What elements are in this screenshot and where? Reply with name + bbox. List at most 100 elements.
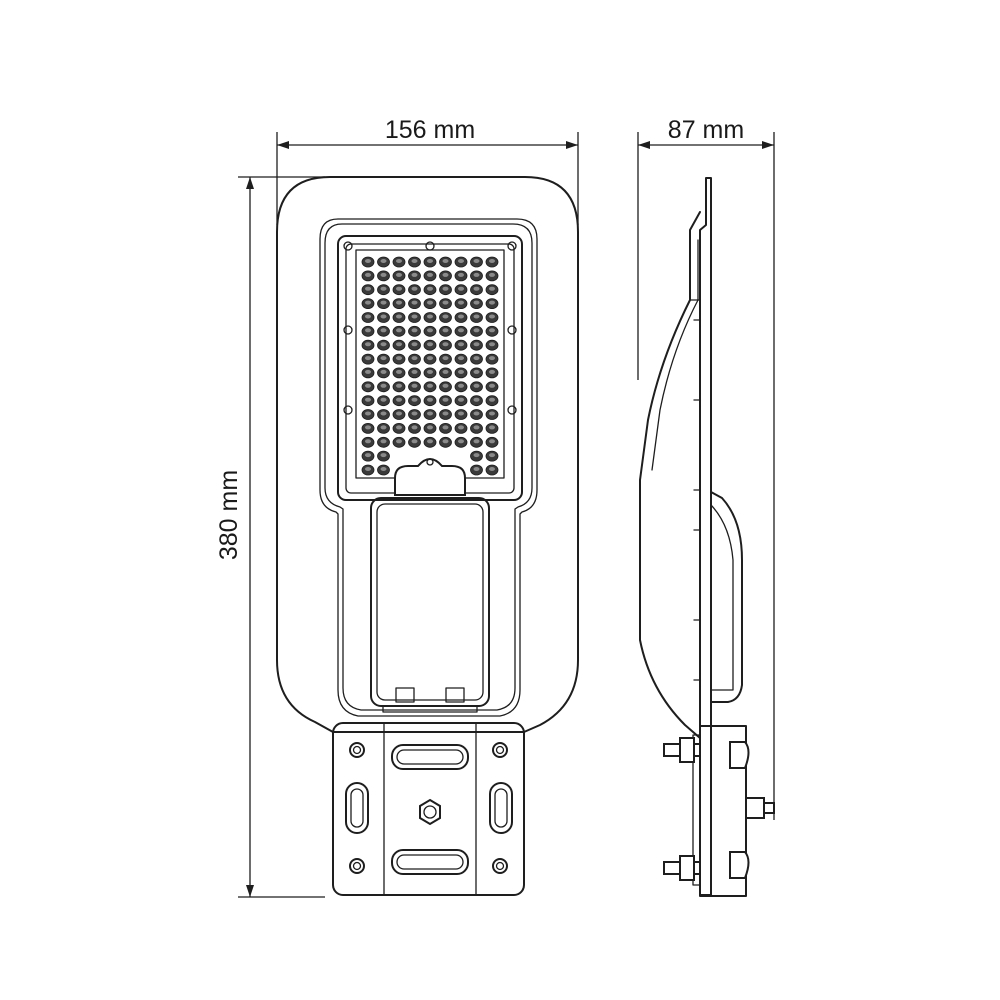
led-chip-highlight: [442, 411, 449, 416]
led-chip-highlight: [458, 286, 464, 291]
led-chip-highlight: [442, 286, 449, 291]
led-chip-highlight: [380, 397, 387, 402]
led-chip-highlight: [396, 314, 402, 319]
led-chip-highlight: [489, 397, 495, 402]
led-chip-highlight: [489, 314, 495, 319]
led-chip-highlight: [458, 439, 464, 444]
led-chip-highlight: [458, 411, 464, 416]
led-chip-highlight: [427, 272, 433, 277]
inner-recess: [319, 218, 538, 717]
led-chip-highlight: [442, 369, 449, 374]
led-chip-highlight: [427, 425, 433, 430]
led-chip-highlight: [473, 314, 480, 319]
led-chip-highlight: [473, 300, 480, 305]
led-module: [337, 235, 523, 501]
led-chip-highlight: [411, 259, 418, 263]
led-chip-highlight: [380, 411, 387, 416]
led-chip-highlight: [427, 342, 433, 347]
led-chip-highlight: [489, 369, 495, 374]
led-chip-highlight: [380, 314, 387, 319]
side-view: [639, 177, 775, 897]
led-grid: [361, 256, 499, 476]
led-chip-highlight: [365, 286, 371, 291]
led-chip-highlight: [458, 356, 464, 361]
led-chip-highlight: [411, 272, 418, 277]
led-chip-highlight: [365, 356, 371, 361]
led-chip-highlight: [473, 467, 480, 471]
led-chip-highlight: [489, 453, 495, 458]
led-chip-highlight: [380, 259, 387, 263]
led-chip-highlight: [411, 328, 418, 333]
led-chip-highlight: [365, 453, 371, 458]
led-chip-highlight: [489, 425, 495, 430]
led-chip-highlight: [442, 356, 449, 361]
led-chip-highlight: [396, 356, 402, 361]
width-dimension: 156 mm: [276, 116, 579, 225]
led-chip-highlight: [411, 356, 418, 361]
led-chip-highlight: [473, 342, 480, 347]
led-chip-highlight: [442, 259, 449, 263]
led-chip-highlight: [365, 397, 371, 402]
led-chip-highlight: [473, 272, 480, 277]
side-driver-box: [710, 491, 743, 703]
led-chip-highlight: [473, 383, 480, 388]
led-chip-highlight: [411, 411, 418, 416]
side-body-profile: [639, 211, 701, 739]
led-chip-highlight: [365, 411, 371, 416]
side-bolt-top: [663, 737, 750, 769]
led-chip-highlight: [411, 425, 418, 430]
led-chip-highlight: [442, 342, 449, 347]
led-chip-highlight: [411, 342, 418, 347]
led-chip-highlight: [489, 328, 495, 333]
led-chip-highlight: [380, 383, 387, 388]
led-chip-highlight: [458, 328, 464, 333]
led-chip-highlight: [473, 453, 480, 458]
led-chip-highlight: [442, 397, 449, 402]
led-chip-highlight: [396, 383, 402, 388]
led-chip-highlight: [427, 383, 433, 388]
led-chip-highlight: [396, 397, 402, 402]
led-chip-highlight: [380, 272, 387, 277]
led-chip-highlight: [489, 342, 495, 347]
led-chip-highlight: [427, 439, 433, 444]
led-chip-highlight: [411, 300, 418, 305]
led-chip-highlight: [442, 383, 449, 388]
led-chip-highlight: [380, 467, 387, 471]
led-chip-highlight: [396, 342, 402, 347]
led-chip-highlight: [427, 259, 433, 263]
led-chip-highlight: [380, 425, 387, 430]
led-chip-highlight: [427, 314, 433, 319]
side-bolt-middle: [745, 797, 775, 819]
led-chip-highlight: [411, 383, 418, 388]
led-chip-highlight: [473, 356, 480, 361]
led-chip-highlight: [458, 272, 464, 277]
front-view: [276, 176, 579, 896]
led-chip-highlight: [489, 300, 495, 305]
led-chip-highlight: [365, 314, 371, 319]
led-chip-highlight: [427, 356, 433, 361]
led-chip-highlight: [365, 467, 371, 471]
led-chip-highlight: [473, 259, 480, 263]
led-chip-highlight: [411, 397, 418, 402]
led-chip-highlight: [473, 425, 480, 430]
led-chip-highlight: [365, 439, 371, 444]
led-chip-highlight: [473, 439, 480, 444]
led-chip-highlight: [365, 328, 371, 333]
led-chip-highlight: [396, 411, 402, 416]
led-chip-highlight: [489, 467, 495, 471]
led-chip-highlight: [427, 286, 433, 291]
led-chip-highlight: [489, 272, 495, 277]
led-chip-highlight: [411, 369, 418, 374]
led-chip-highlight: [411, 439, 418, 444]
led-chip-highlight: [458, 383, 464, 388]
led-chip-highlight: [473, 369, 480, 374]
led-chip-highlight: [458, 342, 464, 347]
led-chip-highlight: [442, 439, 449, 444]
led-chip-highlight: [458, 314, 464, 319]
led-chip-highlight: [396, 286, 402, 291]
depth-label: 87 mm: [668, 116, 744, 144]
led-chip-highlight: [473, 397, 480, 402]
led-chip-highlight: [365, 383, 371, 388]
led-chip-highlight: [458, 259, 464, 263]
led-chip-highlight: [442, 425, 449, 430]
